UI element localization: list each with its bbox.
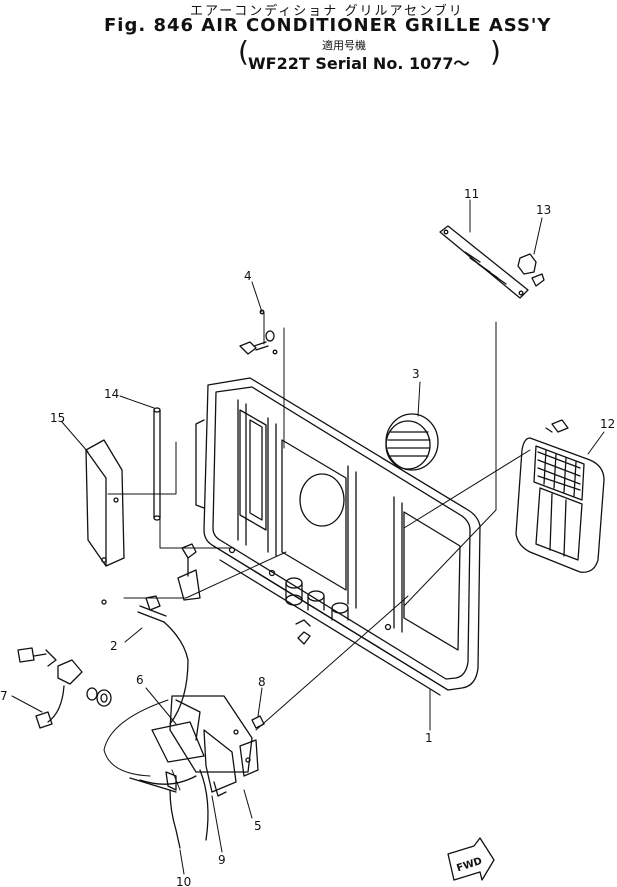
fwd-arrow: FWD: [447, 837, 495, 881]
knob: [517, 253, 545, 287]
bolt-and-washers: [239, 309, 278, 355]
callout-6: 6: [136, 673, 144, 687]
round-vent-louver: [385, 413, 439, 471]
callout-7: 7: [0, 689, 8, 703]
callout-8: 8: [258, 675, 266, 689]
figure-title: Fig. 846 AIR CONDITIONER GRILLE ASS'Y: [104, 15, 552, 36]
callout-1: 1: [425, 731, 433, 745]
phantom-lines: [103, 311, 531, 791]
serial-range: WF22T Serial No. 1077～: [248, 54, 470, 73]
side-panel: [85, 439, 125, 605]
callout-2: 2: [110, 639, 118, 653]
mesh-grille: [515, 419, 605, 573]
callout-15: 15: [50, 411, 65, 425]
bracket-with-bolt: [177, 543, 311, 645]
callout-11: 11: [464, 187, 479, 201]
title-japanese: エアーコンディショナ グリルアセンブリ: [190, 4, 464, 19]
open-paren: (: [238, 35, 249, 68]
callout-12: 12: [600, 417, 615, 431]
applicable-machine-label: 適用号機: [322, 39, 366, 52]
switch-assembly: [151, 695, 259, 797]
grille-cover-plate: [439, 225, 529, 299]
callout-5: 5: [254, 819, 262, 833]
close-paren: ): [490, 35, 501, 68]
callout-10: 10: [176, 875, 191, 887]
callout-14: 14: [104, 387, 119, 401]
wire-harness: [129, 769, 209, 849]
rod: [153, 407, 161, 521]
connector-harness: [17, 647, 112, 729]
callout-13: 13: [536, 203, 551, 217]
callout-9: 9: [218, 853, 226, 867]
callout-4: 4: [244, 269, 252, 283]
cable-clamp: [137, 595, 189, 725]
small-nut: [251, 715, 265, 729]
grille-frame: [195, 377, 481, 696]
callout-labels: 1 2 3 4 5 6 7 8 9 10 11 12 13 14 15: [0, 187, 615, 887]
callout-3: 3: [412, 367, 420, 381]
